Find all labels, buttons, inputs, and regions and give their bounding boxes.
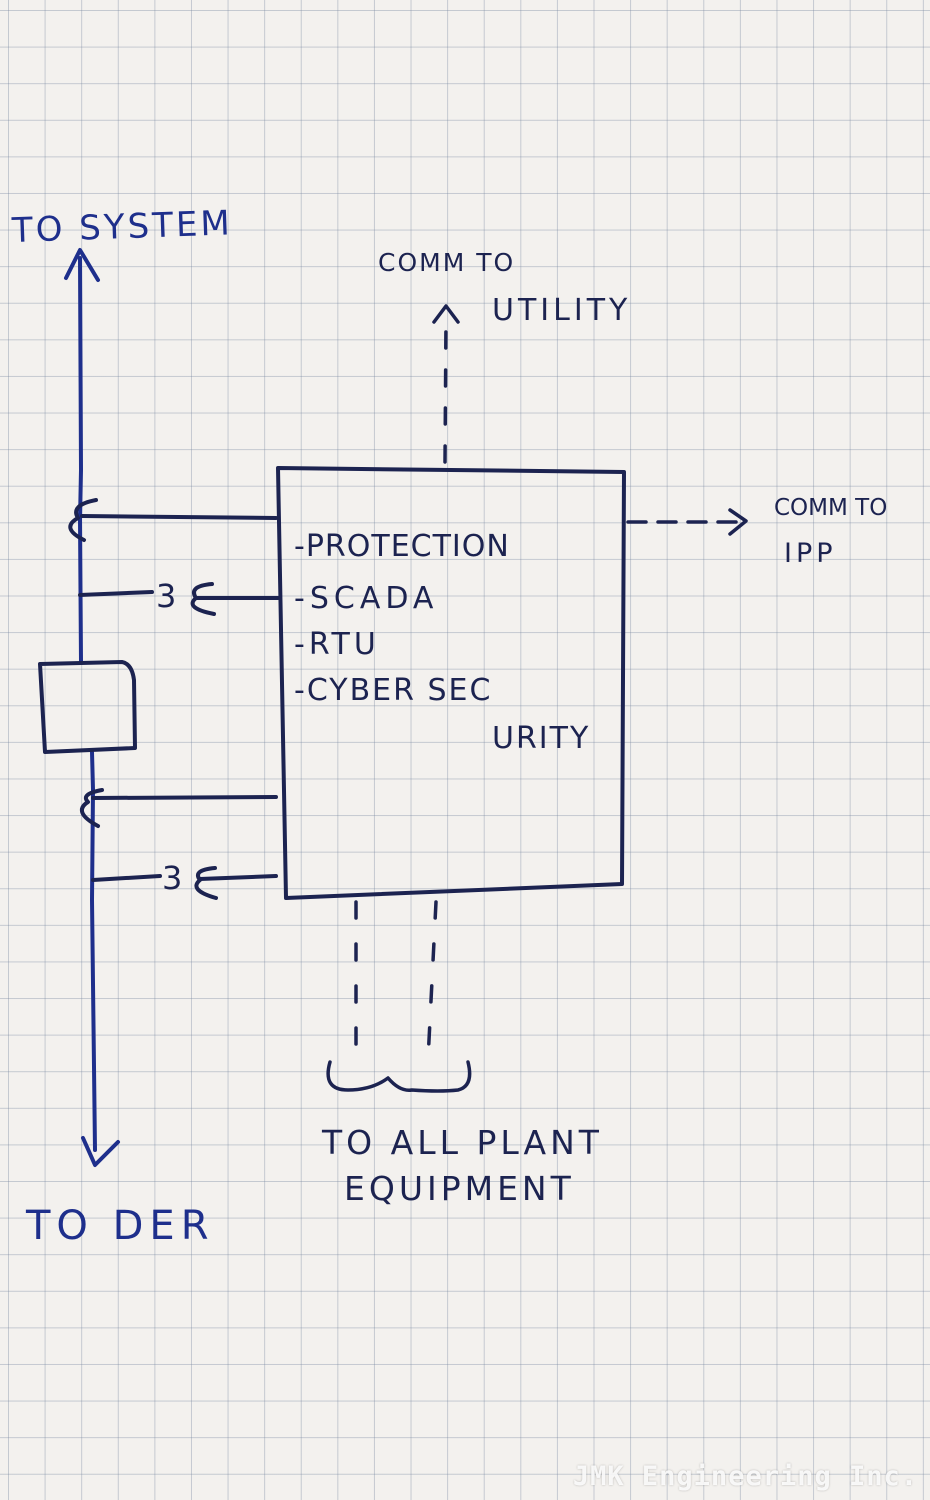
lower-vt-secondary-coil bbox=[194, 866, 218, 900]
lower-vt-primary-coil: 3 bbox=[162, 859, 183, 897]
comm-utility-dashed-line bbox=[443, 316, 448, 464]
comm-utility-link bbox=[432, 304, 460, 464]
upper-ct-lead bbox=[80, 514, 278, 520]
label-comm-utility-line2: UTILITY bbox=[492, 293, 632, 328]
arrow-to-der bbox=[81, 1136, 120, 1167]
label-to-der: TO DER bbox=[26, 1203, 215, 1249]
upper-current-transformer bbox=[68, 498, 278, 542]
lower-vt-lead-controller bbox=[198, 874, 278, 881]
lower-current-transformer bbox=[79, 788, 278, 828]
label-plant-line1: TO ALL PLANT bbox=[322, 1123, 603, 1162]
watermark: JMK Engineering Inc. bbox=[572, 1461, 918, 1492]
lower-ct-symbol bbox=[79, 788, 104, 828]
controller-box bbox=[276, 466, 626, 900]
comm-utility-arrowhead bbox=[432, 304, 460, 324]
plant-brace bbox=[326, 1060, 472, 1093]
lower-ct-lead bbox=[91, 795, 278, 800]
label-plant-line2: EQUIPMENT bbox=[344, 1169, 575, 1208]
controller-function-scada: -SCADA bbox=[294, 581, 439, 616]
upper-ct-symbol bbox=[68, 498, 98, 542]
plant-equipment-link bbox=[326, 900, 472, 1093]
controller-function-cyber-security-continuation: URITY bbox=[492, 721, 591, 756]
upper-vt-primary-coil: 3 bbox=[156, 577, 177, 615]
lower-voltage-transformer bbox=[91, 866, 278, 900]
main-bus bbox=[64, 248, 120, 1167]
breaker-box bbox=[38, 660, 137, 754]
controller-function-cyber-security: -CYBER SEC bbox=[294, 673, 493, 708]
bus-lower-segment bbox=[90, 750, 97, 1152]
bus-upper-segment bbox=[78, 256, 83, 664]
controller-function-protection: -PROTECTION bbox=[294, 529, 510, 564]
label-comm-ipp-line2: IPP bbox=[784, 538, 837, 569]
arrow-to-system bbox=[64, 248, 100, 282]
label-to-system: TO SYSTEM bbox=[11, 203, 234, 251]
plant-dashed-line-right bbox=[426, 900, 438, 1062]
upper-vt-lead-bus bbox=[78, 590, 154, 597]
controller-function-rtu: -RTU bbox=[294, 627, 380, 662]
comm-ipp-arrowhead bbox=[728, 508, 748, 536]
upper-voltage-transformer bbox=[78, 582, 280, 616]
label-comm-ipp-line1: COMM TO bbox=[774, 495, 888, 521]
comm-ipp-link bbox=[626, 508, 748, 536]
lower-vt-lead-bus bbox=[91, 874, 162, 882]
label-comm-utility-line1: COMM TO bbox=[378, 248, 516, 277]
